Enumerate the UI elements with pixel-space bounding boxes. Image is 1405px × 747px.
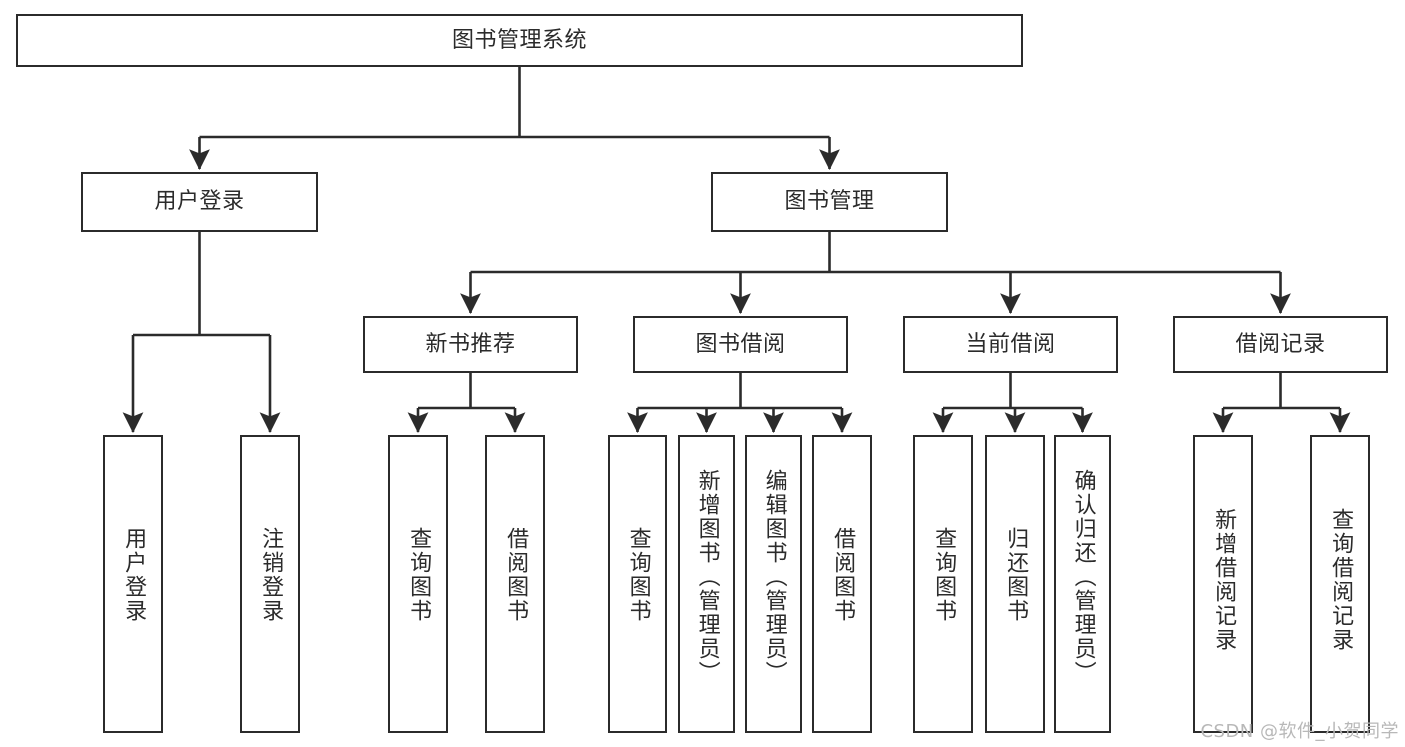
node-l-return[interactable]: 归还图书 [985, 435, 1045, 733]
node-l-logout[interactable]: 注销登录 [240, 435, 300, 733]
node-label-records: 借阅记录 [1235, 331, 1326, 357]
watermark-text: CSDN @软件_小贺同学 [1200, 721, 1399, 742]
node-label-borrow: 图书借阅 [695, 331, 786, 357]
node-borrow[interactable]: 图书借阅 [633, 316, 848, 373]
node-login[interactable]: 用户登录 [81, 172, 318, 232]
node-label-l-addrec: 新增借阅记录 [1211, 508, 1237, 652]
node-label-root: 图书管理系统 [451, 27, 587, 53]
node-l-query3[interactable]: 查询图书 [913, 435, 973, 733]
node-l-addrec[interactable]: 新增借阅记录 [1193, 435, 1253, 733]
node-l-borrow1[interactable]: 借阅图书 [485, 435, 545, 733]
node-l-borrow2[interactable]: 借阅图书 [812, 435, 872, 733]
node-current[interactable]: 当前借阅 [903, 316, 1118, 373]
node-label-current: 当前借阅 [965, 331, 1056, 357]
node-label-l-query3: 查询图书 [931, 527, 957, 623]
node-l-query2[interactable]: 查询图书 [608, 435, 667, 733]
node-label-l-borrow2: 借阅图书 [830, 527, 856, 623]
node-records[interactable]: 借阅记录 [1173, 316, 1388, 373]
node-label-login: 用户登录 [154, 189, 245, 215]
node-l-login[interactable]: 用户登录 [103, 435, 163, 733]
node-label-l-edit: 编辑图书（管理员） [761, 469, 787, 685]
node-label-l-login: 用户登录 [121, 527, 147, 623]
node-label-l-borrow1: 借阅图书 [503, 527, 529, 623]
node-label-l-add: 新增图书（管理员） [694, 469, 720, 685]
node-l-edit[interactable]: 编辑图书（管理员） [745, 435, 802, 733]
node-bookmgmt[interactable]: 图书管理 [711, 172, 948, 232]
node-label-l-query2: 查询图书 [625, 527, 651, 623]
node-label-l-queryrec: 查询借阅记录 [1328, 508, 1354, 652]
node-label-l-return: 归还图书 [1003, 527, 1029, 623]
node-label-l-logout: 注销登录 [258, 527, 284, 623]
node-l-add[interactable]: 新增图书（管理员） [678, 435, 735, 733]
node-label-bookmgmt: 图书管理 [784, 189, 875, 215]
node-label-l-query1: 查询图书 [406, 527, 432, 623]
node-newbook[interactable]: 新书推荐 [363, 316, 578, 373]
node-label-newbook: 新书推荐 [425, 331, 516, 357]
node-root[interactable]: 图书管理系统 [16, 14, 1023, 67]
node-l-confirm[interactable]: 确认归还（管理员） [1054, 435, 1111, 733]
node-l-query1[interactable]: 查询图书 [388, 435, 448, 733]
node-label-l-confirm: 确认归还（管理员） [1070, 469, 1096, 685]
node-l-queryrec[interactable]: 查询借阅记录 [1310, 435, 1370, 733]
